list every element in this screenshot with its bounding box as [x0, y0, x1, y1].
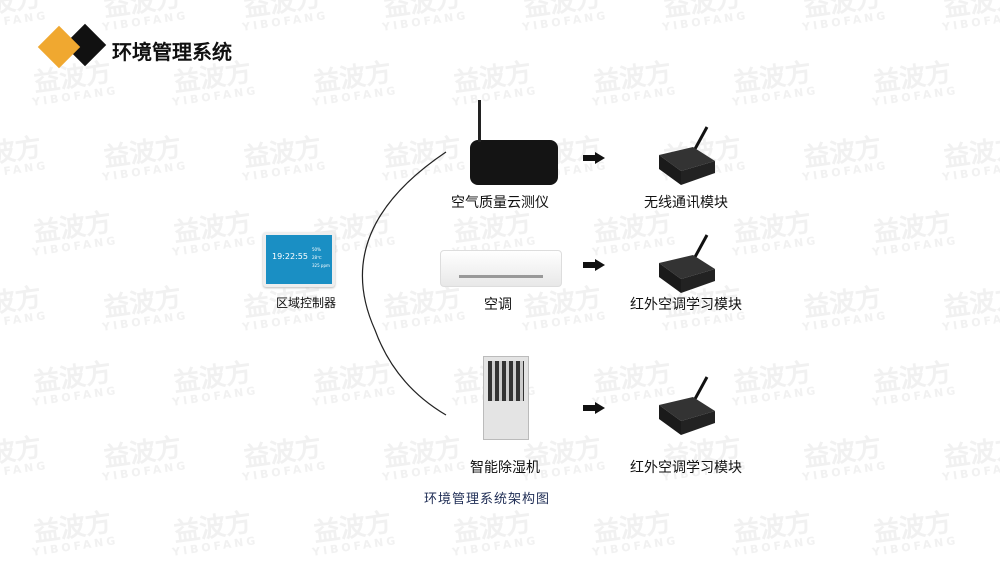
- ac-vent: [459, 275, 543, 278]
- arrow-right-icon: [583, 402, 605, 414]
- device-label-ac: 空调: [484, 297, 512, 313]
- wireless-module-image: [659, 376, 715, 435]
- arrow-right-icon: [583, 259, 605, 271]
- wireless-module-image: [659, 234, 715, 293]
- screen-co2: 325 ppm: [312, 263, 330, 268]
- controller-screen: 19:22:55 50% 28℃ 325 ppm: [266, 235, 332, 284]
- device-label-air: 空气质量云测仪: [451, 195, 549, 211]
- module-label: 红外空调学习模块: [630, 460, 742, 476]
- controller-label: 区域控制器: [275, 296, 337, 310]
- wireless-module-image: [659, 126, 715, 185]
- diagram-caption: 环境管理系统架构图: [423, 492, 551, 507]
- module-label: 无线通讯模块: [644, 195, 728, 211]
- screen-temperature: 28℃: [312, 255, 322, 260]
- dehumidifier-grille: [488, 361, 524, 401]
- dehumidifier-image: [483, 356, 529, 440]
- device-label-dehumidifier: 智能除湿机: [470, 460, 540, 476]
- arrow-right-icon: [583, 152, 605, 164]
- air-quality-monitor-image: [470, 140, 558, 185]
- air-conditioner-image: [440, 250, 562, 287]
- screen-humidity: 50%: [312, 247, 321, 252]
- module-label: 红外空调学习模块: [630, 297, 742, 313]
- controller-device: 19:22:55 50% 28℃ 325 ppm: [263, 232, 335, 287]
- page-title: 环境管理系统: [112, 40, 232, 64]
- antenna: [478, 100, 481, 142]
- screen-time: 19:22:55: [272, 252, 308, 261]
